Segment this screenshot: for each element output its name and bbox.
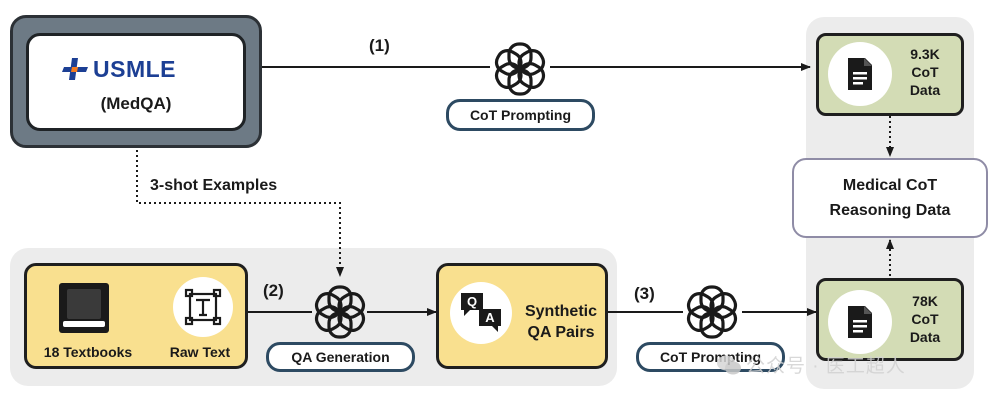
openai-logo-icon <box>314 285 366 339</box>
usmle-subtitle: (MedQA) <box>100 94 172 113</box>
openai-logo-icon <box>494 42 546 96</box>
reasoning-line1: Medical CoT <box>842 177 938 194</box>
cot-data-top-line3: Data <box>909 82 941 98</box>
cot-data-bottom-box: 78K CoT Data <box>816 278 964 361</box>
usmle-source-box: USMLE (MedQA) <box>26 33 246 131</box>
cot-data-bottom-amount: 78K <box>912 293 938 309</box>
three-shot-dotted-arrow <box>136 150 344 277</box>
textbooks-box: 18 Textbooks Raw Text <box>24 263 248 369</box>
synthetic-qa-box: Q A Synthetic QA Pairs <box>436 263 608 369</box>
text-frame-icon <box>184 288 222 326</box>
cot-data-top-amount: 9.3K <box>910 46 940 62</box>
watermark: 公众号 · 医工超人 <box>716 351 906 378</box>
synthetic-label-line1: Synthetic <box>524 303 597 320</box>
book-icon <box>59 283 109 333</box>
wechat-icon <box>717 355 741 374</box>
step-2-label: (2) <box>263 281 284 300</box>
svg-text:A: A <box>485 310 495 325</box>
step-1-label: (1) <box>369 36 390 55</box>
doc-circle <box>828 290 892 354</box>
synthetic-qa-label: Synthetic QA Pairs <box>515 301 607 343</box>
raw-text-label: Raw Text <box>169 344 231 360</box>
three-shot-label: 3-shot Examples <box>150 177 278 194</box>
textbooks-label: 18 Textbooks <box>43 344 133 360</box>
cot-data-bottom-line3: Data <box>909 329 941 345</box>
raw-text-circle <box>173 277 233 337</box>
synthetic-label-line2: QA Pairs <box>527 324 595 341</box>
watermark-text: 公众号 · 医工超人 <box>746 356 906 377</box>
usmle-logo: USMLE <box>62 56 214 82</box>
doc-circle <box>828 42 892 106</box>
usmle-logo-text: USMLE <box>93 55 176 82</box>
cot-data-bottom-label: 78K CoT Data <box>895 292 955 346</box>
cot-data-bottom-line2: CoT <box>911 311 939 327</box>
medical-cot-reasoning-box: Medical CoT Reasoning Data <box>792 158 988 238</box>
cot-prompting-top-pill: CoT Prompting <box>446 99 595 131</box>
reasoning-line2: Reasoning Data <box>829 202 951 219</box>
step-3-label: (3) <box>634 284 655 303</box>
document-icon <box>848 58 872 90</box>
document-icon <box>848 306 872 338</box>
usmle-logo-icon <box>62 58 88 80</box>
cot-data-top-label: 9.3K CoT Data <box>895 45 955 99</box>
cot-data-top-line2: CoT <box>911 64 939 80</box>
qa-generation-pill: QA Generation <box>266 342 415 372</box>
cot-data-top-box: 9.3K CoT Data <box>816 33 964 116</box>
svg-text:Q: Q <box>467 294 477 309</box>
qa-chat-icon: Q A <box>461 293 501 332</box>
cot-prompting-bottom-pill: CoT Prompting <box>636 342 785 372</box>
openai-logo-icon <box>686 285 738 339</box>
qa-icon-circle: Q A <box>450 282 512 344</box>
